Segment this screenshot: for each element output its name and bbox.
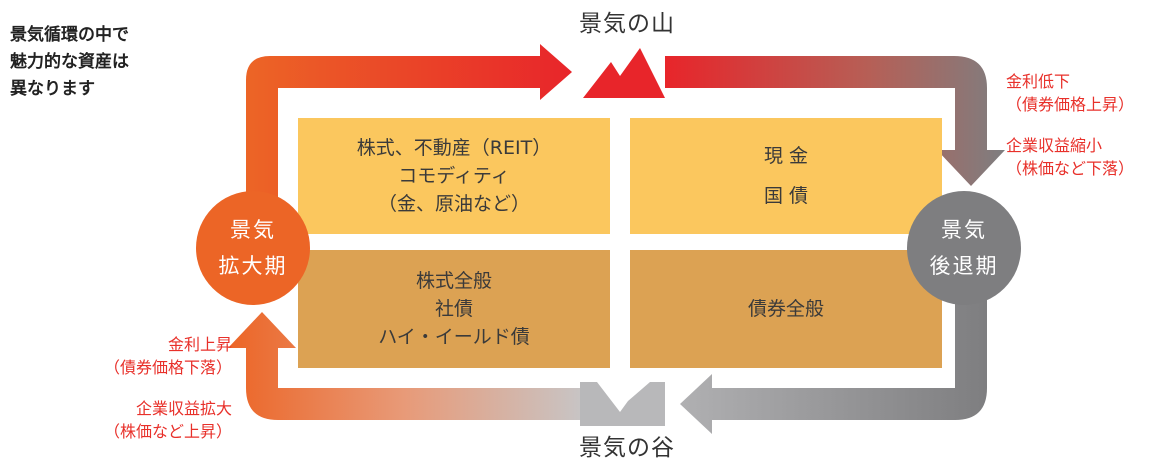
note-line: 金利上昇 bbox=[167, 335, 232, 354]
quadrant-line: 社債 bbox=[434, 298, 473, 320]
recession-to-valley-arrow bbox=[680, 300, 987, 434]
quadrant-line: コモディティ bbox=[398, 165, 510, 187]
quadrant-top-right: 現 金 国 債 bbox=[630, 118, 942, 234]
note-rate-decline: 金利低下 （債券価格上昇） bbox=[1006, 70, 1134, 116]
note-line: （債券価格下落） bbox=[103, 358, 232, 377]
quadrant-line: ハイ・イールド債 bbox=[378, 326, 530, 348]
note-rate-rise: 金利上昇 （債券価格下落） bbox=[0, 333, 232, 379]
note-earnings-growth: 企業収益拡大 （株価など上昇） bbox=[0, 397, 232, 443]
note-line: 金利低下 bbox=[1006, 72, 1071, 91]
note-line: （債券価格上昇） bbox=[1006, 95, 1135, 114]
recession-circle: 景気 後退期 bbox=[907, 191, 1021, 305]
circle-line: 景気 bbox=[941, 218, 987, 242]
quadrant-line: 株式全般 bbox=[415, 270, 492, 292]
circle-line: 後退期 bbox=[929, 254, 999, 278]
expansion-to-peak-arrow bbox=[246, 44, 572, 205]
note-earnings-shrink: 企業収益縮小 （株価など下落） bbox=[1006, 134, 1134, 180]
quadrant-bottom-right: 債券全般 bbox=[630, 250, 942, 368]
note-line: （株価など上昇） bbox=[103, 422, 232, 441]
circle-line: 景気 bbox=[230, 218, 276, 242]
valley-notch-icon bbox=[580, 382, 665, 426]
note-line: 企業収益縮小 bbox=[1006, 136, 1103, 155]
quadrant-top-left: 株式、不動産（REIT） コモディティ （金、原油など） bbox=[298, 118, 610, 234]
intro-text: 景気循環の中で 魅力的な資産は 異なります bbox=[10, 22, 129, 103]
quadrant-line: 現 金 bbox=[763, 145, 809, 167]
quadrant-line: （金、原油など） bbox=[377, 193, 530, 215]
valley-to-expansion-arrow bbox=[228, 312, 580, 420]
quadrant-line: 債券全般 bbox=[747, 298, 824, 320]
quadrant-line: 国 債 bbox=[763, 185, 809, 207]
note-line: 企業収益拡大 bbox=[135, 399, 232, 418]
quadrant-bottom-left: 株式全般 社債 ハイ・イールド債 bbox=[298, 250, 610, 368]
intro-line: 景気循環の中で bbox=[10, 25, 129, 45]
quadrant-line: 株式、不動産（REIT） bbox=[356, 137, 552, 159]
note-line: （株価など下落） bbox=[1006, 159, 1135, 178]
peak-mountain-icon bbox=[583, 48, 665, 98]
intro-line: 異なります bbox=[10, 79, 95, 99]
expansion-circle: 景気 拡大期 bbox=[196, 191, 310, 305]
peak-label: 景気の山 bbox=[579, 11, 675, 37]
intro-line: 魅力的な資産は bbox=[10, 52, 129, 72]
valley-label: 景気の谷 bbox=[579, 435, 675, 461]
peak-to-recession-arrow bbox=[665, 56, 1005, 186]
circle-line: 拡大期 bbox=[218, 254, 288, 278]
